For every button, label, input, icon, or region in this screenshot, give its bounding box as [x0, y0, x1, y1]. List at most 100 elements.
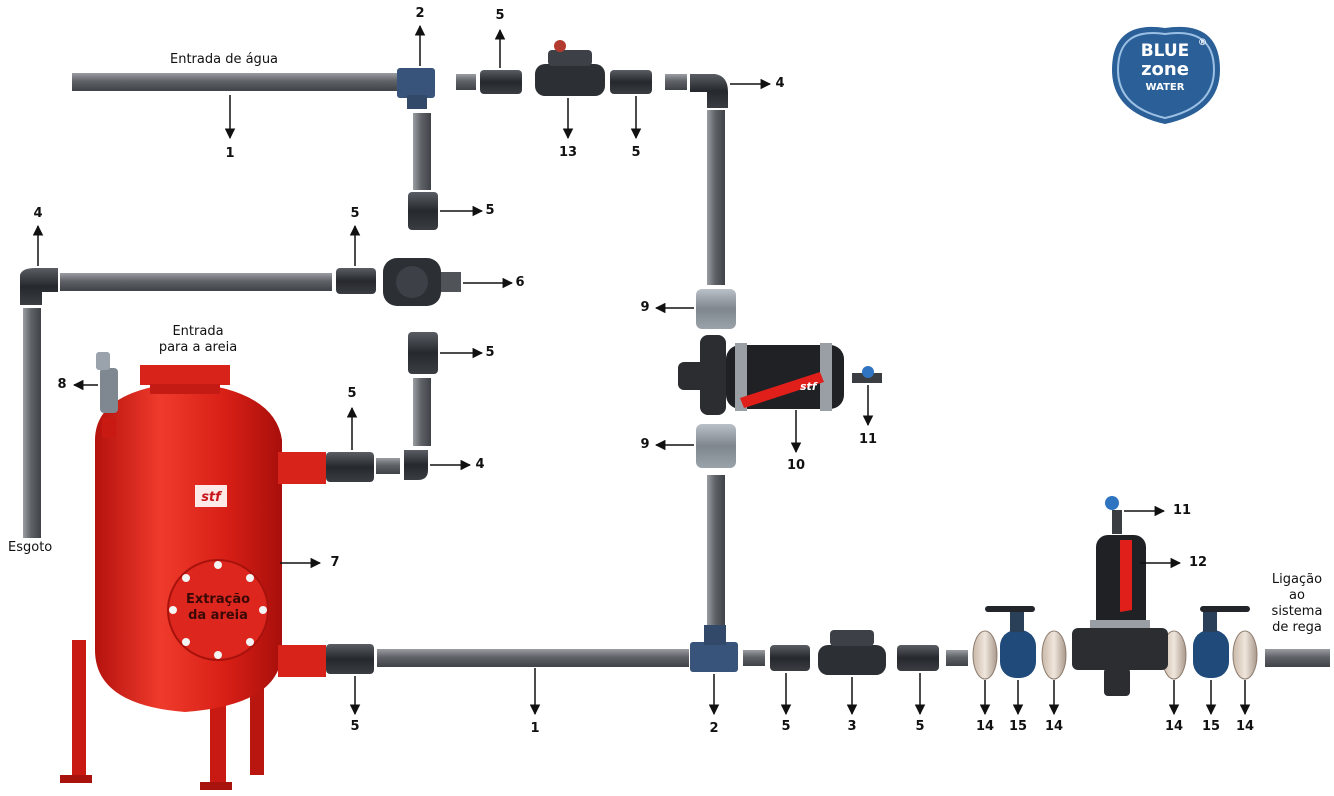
callout-9-b: 9: [640, 437, 650, 452]
flange-b: [1041, 630, 1067, 680]
callout-5-mid-c: 5: [485, 345, 495, 360]
valves: [383, 40, 1250, 678]
irrigation-line4: de rega: [1272, 620, 1322, 635]
callout-14-c: 14: [1164, 719, 1184, 734]
callout-5-top-a: 5: [495, 8, 505, 23]
butterfly-valve-b: [1193, 606, 1250, 678]
callout-4-side: 4: [475, 457, 485, 472]
pipe-center-vertical-top: [413, 113, 431, 190]
sand-extraction-label: Extração da areia: [170, 592, 266, 624]
disc-filter-vertical: [1072, 535, 1168, 696]
logo-registered: ®: [1198, 38, 1207, 48]
callout-11-a: 11: [858, 432, 878, 447]
callout-6: 6: [515, 275, 525, 290]
pipe-drain-vertical: [23, 308, 41, 538]
pipe-right-vertical-bottom: [707, 475, 725, 625]
pipe-mid-stub: [376, 458, 400, 474]
callout-5-top-b: 5: [631, 145, 641, 160]
sand-extraction-line2: da areia: [188, 608, 248, 623]
callout-7: 7: [330, 555, 340, 570]
bluezone-logo: [1112, 26, 1220, 124]
pipe-center-vertical-bottom: [413, 378, 431, 446]
union-mid-c: [408, 332, 438, 374]
tank-brand-badge: [195, 485, 227, 507]
callout-8: 8: [57, 377, 67, 392]
sand-inlet-label: Entrada para a areia: [150, 324, 246, 356]
hydraulic-valve-bottom: [818, 630, 886, 675]
sand-extraction-line1: Extração: [185, 592, 251, 607]
callout-14-a: 14: [975, 719, 995, 734]
union-bottom-b: [770, 645, 810, 671]
callout-13: 13: [558, 145, 578, 160]
pipe-top-stub-a: [456, 74, 476, 90]
tee-top: [397, 68, 435, 98]
pipe-irrigation-out: [1265, 649, 1330, 667]
callout-9-a: 9: [640, 300, 650, 315]
callout-5-bottom-b: 5: [781, 719, 791, 734]
callout-15-a: 15: [1008, 719, 1028, 734]
elbow-top-right: [690, 74, 728, 108]
sand-extraction-port: [167, 559, 269, 661]
tank-brand-text: stf: [201, 490, 223, 505]
callout-1-top: 1: [225, 146, 235, 161]
drain-label: Esgoto: [8, 540, 53, 555]
sand-inlet-line1: Entrada: [172, 324, 224, 339]
irrigation-connection-label: Ligação ao sistema de rega: [1262, 572, 1332, 636]
drain-cock-b: [1105, 496, 1122, 534]
air-valve: [100, 368, 118, 413]
flange-d: [1232, 630, 1258, 680]
flange-a: [972, 630, 998, 680]
callout-5-side: 5: [347, 386, 357, 401]
callout-10: 10: [786, 458, 806, 473]
disc-filter-horizontal: stf: [678, 335, 844, 415]
callout-arrows: [32, 24, 1251, 716]
logo-line1: BLUE: [1140, 41, 1190, 61]
pipes: [23, 73, 1330, 667]
fittings: [20, 68, 939, 674]
callout-4-top-right: 4: [775, 76, 785, 91]
callout-11-b: 11: [1172, 503, 1192, 518]
drain-cock-a: [852, 366, 882, 383]
callout-5-bottom-a: 5: [350, 719, 360, 734]
pipe-bottom-stub-b: [946, 650, 968, 666]
union-bottom-c: [897, 645, 939, 671]
union-top-a: [480, 70, 522, 94]
multiport-valve: [383, 258, 461, 306]
union-bottom-a: [326, 644, 374, 674]
logo-line2: zone: [1141, 59, 1189, 80]
pipe-drain-horizontal: [60, 273, 332, 291]
logo-line3: WATER: [1145, 82, 1185, 93]
hydraulic-valve-top: [535, 40, 605, 96]
callout-14-b: 14: [1044, 719, 1064, 734]
callout-14-d: 14: [1235, 719, 1255, 734]
water-inlet-label: Entrada de água: [170, 52, 279, 67]
callout-3: 3: [847, 719, 857, 734]
irrigation-line1: Ligação: [1271, 572, 1323, 587]
union-mid-b: [336, 268, 376, 294]
elbow-left: [20, 268, 58, 305]
union-right-b: [696, 424, 736, 468]
union-right-a: [696, 289, 736, 329]
callout-5-bottom-c: 5: [915, 719, 925, 734]
callout-15-b: 15: [1201, 719, 1221, 734]
pipe-right-vertical-top: [707, 110, 725, 285]
tee-bottom: [690, 642, 738, 672]
union-mid-a: [408, 192, 438, 230]
callout-2-top: 2: [415, 6, 425, 21]
filter-brand-text: stf: [800, 380, 818, 393]
callout-5-mid-a: 5: [350, 206, 360, 221]
sand-filter-tank: stf: [60, 365, 326, 790]
union-side: [326, 452, 374, 482]
callout-12: 12: [1188, 555, 1208, 570]
pipe-bottom-stub-a: [743, 650, 765, 666]
pipe-water-inlet: [72, 73, 397, 91]
irrigation-line3: sistema: [1271, 604, 1323, 619]
union-top-b: [610, 70, 652, 94]
callout-1-bottom: 1: [530, 721, 540, 736]
callout-4-left: 4: [33, 206, 43, 221]
flanges: [972, 630, 1258, 680]
elbow-side: [404, 450, 428, 480]
pipe-bottom-main: [377, 649, 689, 667]
sand-inlet-line2: para a areia: [158, 340, 238, 355]
